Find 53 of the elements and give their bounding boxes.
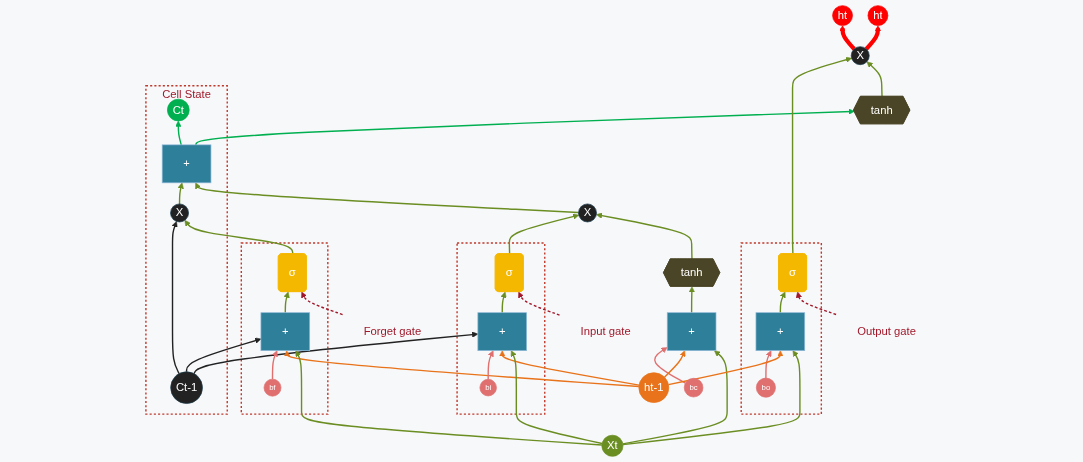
arrow (171, 221, 180, 375)
arrow (510, 350, 603, 445)
arrow (508, 213, 579, 255)
node-text: Forget gate (363, 325, 422, 338)
node-circle: Xt (601, 434, 624, 457)
arrow (779, 291, 786, 314)
arrow (622, 350, 801, 446)
arrow (284, 350, 640, 388)
arrow (194, 108, 855, 146)
arrow (487, 350, 494, 381)
cluster (740, 242, 823, 415)
node-text: Input gate (580, 325, 631, 338)
arrow (667, 350, 784, 386)
arrow (518, 291, 561, 316)
cluster (240, 242, 329, 415)
arrow (195, 182, 580, 214)
arrow (283, 291, 290, 314)
arrow (271, 350, 278, 380)
node-circle: ht (832, 5, 853, 26)
arrow (301, 291, 344, 316)
arrow (185, 337, 262, 373)
arrow (177, 182, 184, 205)
arrow (193, 331, 479, 375)
cluster (456, 242, 546, 415)
arrow (499, 350, 640, 386)
arrow (866, 61, 883, 98)
arrow (175, 120, 182, 146)
node-box: + (755, 312, 806, 351)
arrow (184, 220, 294, 255)
node-circle: ht (867, 5, 889, 26)
arrow (791, 56, 852, 255)
arrow (596, 212, 693, 260)
node-text: Output gate (857, 325, 916, 338)
node-circle: Ct (167, 98, 190, 122)
node-box: + (260, 312, 311, 351)
arrow (688, 286, 695, 314)
node-box: + (161, 144, 212, 184)
arrow (839, 25, 856, 51)
arrow (864, 25, 881, 51)
arrow (654, 347, 687, 384)
node-circle: X (850, 46, 870, 66)
arrow (295, 350, 603, 446)
arrow (622, 350, 728, 445)
arrow (500, 291, 507, 314)
node-box: + (666, 312, 717, 351)
node-circle: Ct-1 (170, 371, 203, 404)
arrow (795, 291, 837, 316)
node-box: + (477, 312, 527, 351)
node-circle: X (170, 203, 189, 223)
arrow (765, 350, 772, 379)
node-circle: ht-1 (638, 372, 670, 403)
node-circle: X (578, 203, 597, 223)
arrow (663, 350, 686, 378)
